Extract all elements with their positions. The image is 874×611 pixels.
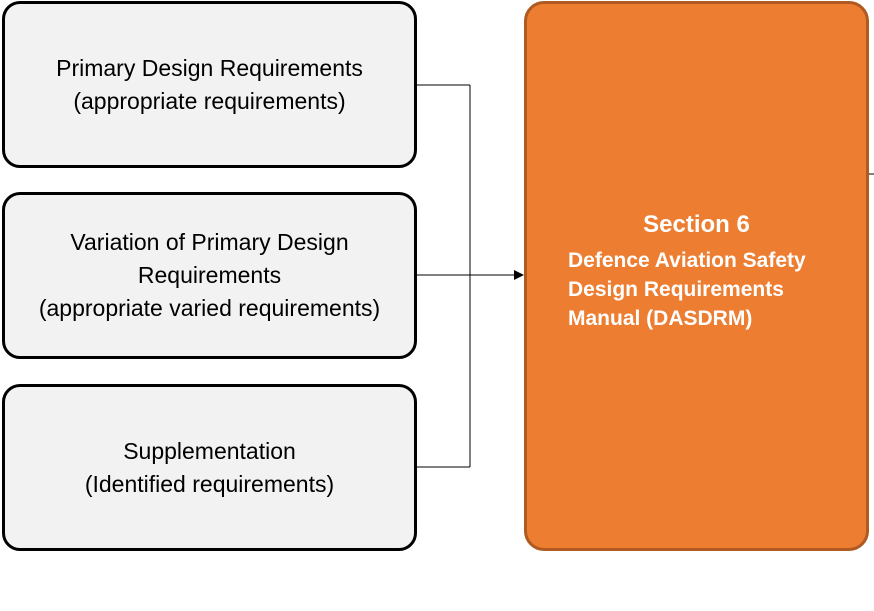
variation-requirements-box: Variation of Primary Design Requirements… (2, 192, 417, 359)
primary-box-title: Primary Design Requirements (56, 54, 363, 81)
primary-design-requirements-box: Primary Design Requirements (appropriate… (2, 1, 417, 168)
variation-box-subtitle: (appropriate varied requirements) (38, 295, 381, 321)
target-heading: Section 6 (643, 211, 750, 238)
dasdrm-target-box: Section 6 Defence Aviation Safety Design… (524, 1, 869, 551)
variation-box-title: Variation of Primary Design Requirements (70, 229, 349, 288)
target-body: Defence Aviation Safety Design Requireme… (568, 249, 806, 330)
supplementation-box: Supplementation (Identified requirements… (2, 384, 417, 551)
supplementation-box-subtitle: (Identified requirements) (84, 470, 335, 497)
primary-box-subtitle: (appropriate requirements) (73, 87, 346, 114)
supplementation-box-title: Supplementation (123, 437, 296, 464)
